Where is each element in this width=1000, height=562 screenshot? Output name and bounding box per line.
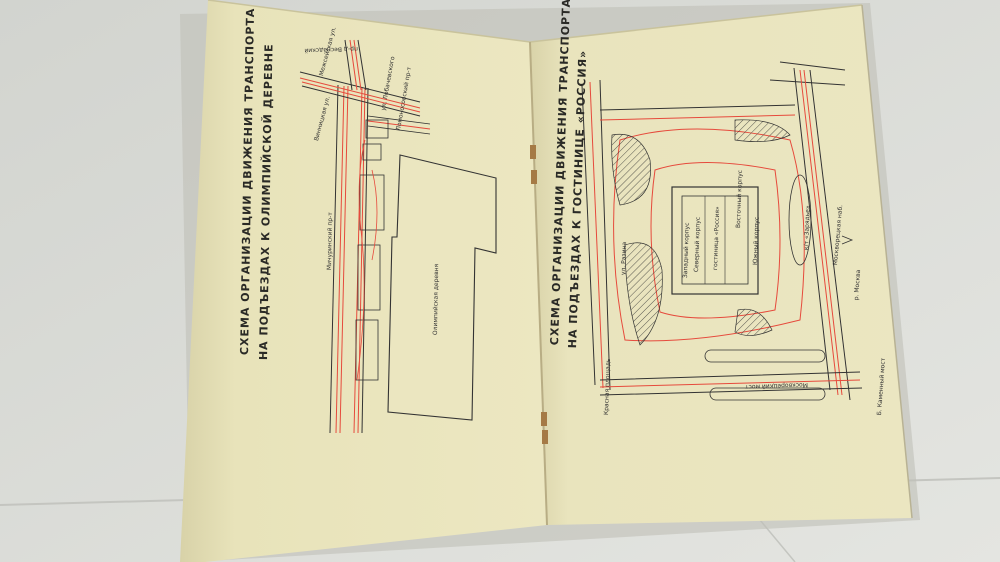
hotel-rossiya-map xyxy=(581,61,863,401)
left-page xyxy=(180,0,547,562)
staples xyxy=(530,145,548,444)
olympic-village-label: Олимпийская деревня xyxy=(432,263,441,336)
olympic-village-map xyxy=(299,39,497,434)
razin-label: ул. Разина xyxy=(620,241,629,276)
michurinsky-label: Мичуринский пр-т xyxy=(326,212,335,271)
